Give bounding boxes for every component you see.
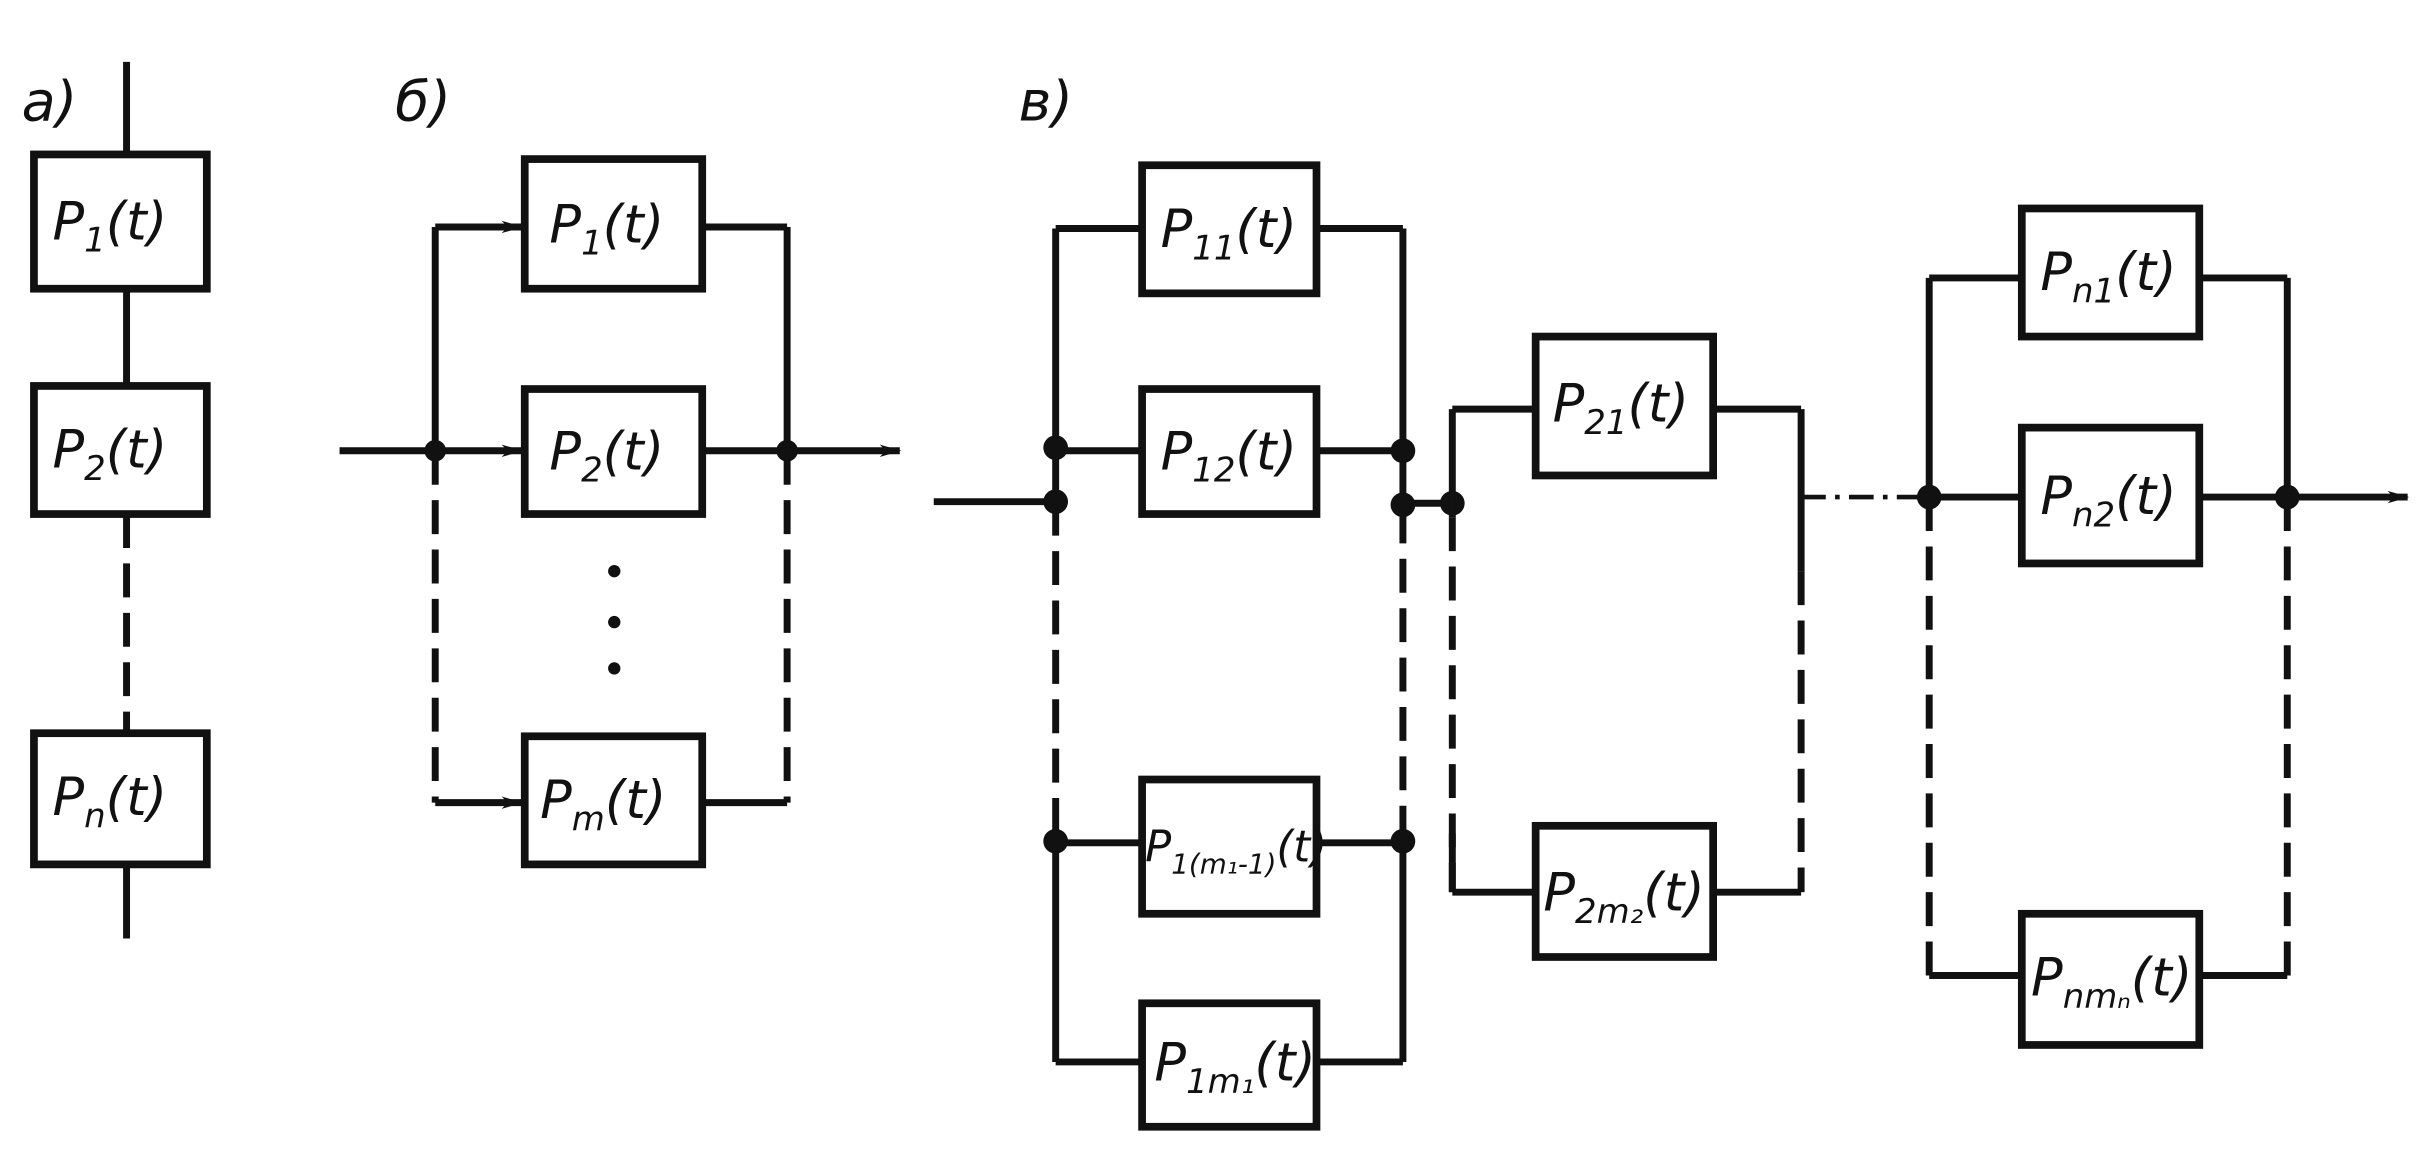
- block-pn: Pn(t): [30, 729, 211, 869]
- svg-text:P1(m₁-1)(t): P1(m₁-1)(t): [1145, 822, 1327, 880]
- svg-text:P2m₂(t): P2m₂(t): [1543, 863, 1704, 932]
- panel-v-series-parallel: в) P11(t) P12(t) P1(m₁-1)(t) P1m₁(t): [933, 69, 2410, 1131]
- svg-text:P2(t): P2(t): [549, 421, 664, 490]
- block-p12: P12(t): [1138, 385, 1321, 518]
- block-p1: P1(t): [520, 155, 707, 293]
- svg-text:Pn(t): Pn(t): [52, 767, 167, 836]
- panel-a-series: a) P1(t) P2(t) Pn(t): [22, 61, 211, 939]
- svg-text:P2(t): P2(t): [52, 420, 167, 489]
- block-p11: P11(t): [1138, 161, 1321, 298]
- svg-text:P12(t): P12(t): [1161, 421, 1297, 490]
- block-p2: P2(t): [520, 385, 707, 518]
- block-p2-m2: P2m₂(t): [1531, 821, 1717, 961]
- panel-v-label: в): [1019, 69, 1073, 134]
- svg-text:Pn1(t): Pn1(t): [2040, 242, 2176, 311]
- junction-dot: [424, 439, 447, 462]
- svg-text:Pnmₙ(t): Pnmₙ(t): [2031, 948, 2192, 1017]
- ellipsis-dots: [608, 564, 621, 675]
- block-p2: P2(t): [30, 382, 211, 518]
- block-p1: P1(t): [30, 150, 211, 293]
- block-pm: Pm(t): [520, 732, 707, 869]
- svg-text:P1(t): P1(t): [52, 191, 167, 260]
- junction-dot: [776, 439, 798, 462]
- block-p1-m1-minus-1: P1(m₁-1)(t): [1138, 775, 1327, 918]
- svg-text:P11(t): P11(t): [1161, 199, 1297, 268]
- block-pn-mn: Pnmₙ(t): [2017, 909, 2204, 1049]
- svg-text:P21(t): P21(t): [1553, 373, 1689, 442]
- block-pn2: Pn2(t): [2017, 423, 2204, 568]
- panel-b-label: б): [395, 69, 451, 134]
- block-pn1: Pn1(t): [2017, 204, 2204, 341]
- svg-text:Pn2(t): Pn2(t): [2040, 466, 2176, 535]
- svg-text:P1(t): P1(t): [549, 194, 664, 263]
- block-p21: P21(t): [1531, 332, 1717, 480]
- panel-b-parallel: б) P1(t) P2(t) Pm(t): [339, 69, 902, 869]
- svg-text:P1m₁(t): P1m₁(t): [1154, 1032, 1315, 1101]
- block-p1-m1: P1m₁(t): [1138, 999, 1321, 1131]
- panel-a-label: a): [22, 69, 78, 134]
- svg-text:Pm(t): Pm(t): [540, 770, 666, 839]
